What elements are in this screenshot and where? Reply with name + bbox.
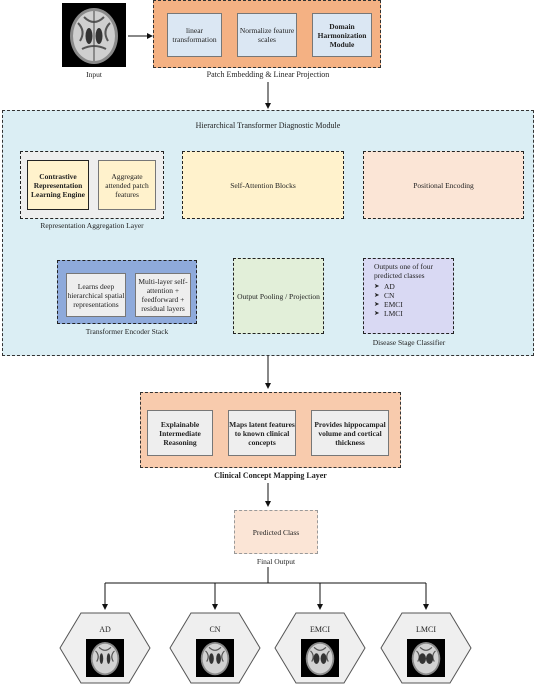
outcome-brain-image xyxy=(407,639,445,677)
outcome-label: EMCI xyxy=(274,625,366,635)
input-brain-image xyxy=(62,3,126,67)
class-item: CN xyxy=(374,291,449,300)
clinical-mapping-label: Clinical Concept Mapping Layer xyxy=(140,471,401,481)
contrastive-engine-box: Contrastive Representation Learning Engi… xyxy=(27,160,89,210)
classifier-intro: Outputs one of four predicted classes xyxy=(374,262,449,280)
classifier-label: Disease Stage Classifier xyxy=(350,338,468,347)
outcome-label: AD xyxy=(59,625,151,635)
outcome-brain-image xyxy=(86,639,124,677)
encoder-label: Transformer Encoder Stack xyxy=(57,327,197,336)
outcome-hexagon-ad: AD xyxy=(59,612,151,684)
harmonization-box: Domain Harmonization Module xyxy=(312,13,372,57)
representation-label: Representation Aggregation Layer xyxy=(20,221,164,230)
class-item: LMCI xyxy=(374,309,449,318)
classifier-class-list: AD CN EMCI LMCI xyxy=(374,282,449,318)
outcome-hexagon-lmci: LMCI xyxy=(380,612,472,684)
class-item: EMCI xyxy=(374,300,449,309)
patch-embedding-label: Patch Embedding & Linear Projection xyxy=(160,70,376,80)
outcome-brain-image xyxy=(301,639,339,677)
aggregate-features-box: Aggregate attended patch features xyxy=(98,160,156,210)
output-pooling-box: Output Pooling / Projection xyxy=(233,258,324,334)
learns-representations-box: Learns deep hierarchical spatial represe… xyxy=(66,273,126,317)
outcome-hexagon-emci: EMCI xyxy=(274,612,366,684)
self-attention-box: Self-Attention Blocks xyxy=(182,151,344,219)
multilayer-box: Multi-layer self-attention + feedforward… xyxy=(135,273,191,317)
outcome-label: LMCI xyxy=(380,625,472,635)
input-label: Input xyxy=(62,70,126,79)
module-title: Hierarchical Transformer Diagnostic Modu… xyxy=(150,121,386,131)
maps-features-box: Maps latent features to known clinical c… xyxy=(228,410,296,456)
outcome-label: CN xyxy=(169,625,261,635)
normalize-box: Normalize feature scales xyxy=(237,13,297,57)
final-output-label: Final Output xyxy=(234,557,318,566)
linear-transformation-box: linear transformation xyxy=(167,13,222,57)
explainable-reasoning-box: Explainable Intermediate Reasoning xyxy=(147,410,213,456)
classifier-box: Outputs one of four predicted classes AD… xyxy=(363,258,454,334)
provides-volume-box: Provides hippocampal volume and cortical… xyxy=(311,410,389,456)
class-item: AD xyxy=(374,282,449,291)
positional-encoding-box: Positional Encoding xyxy=(363,151,524,219)
predicted-class-box: Predicted Class xyxy=(234,510,318,554)
outcome-brain-image xyxy=(196,639,234,677)
outcome-hexagon-cn: CN xyxy=(169,612,261,684)
